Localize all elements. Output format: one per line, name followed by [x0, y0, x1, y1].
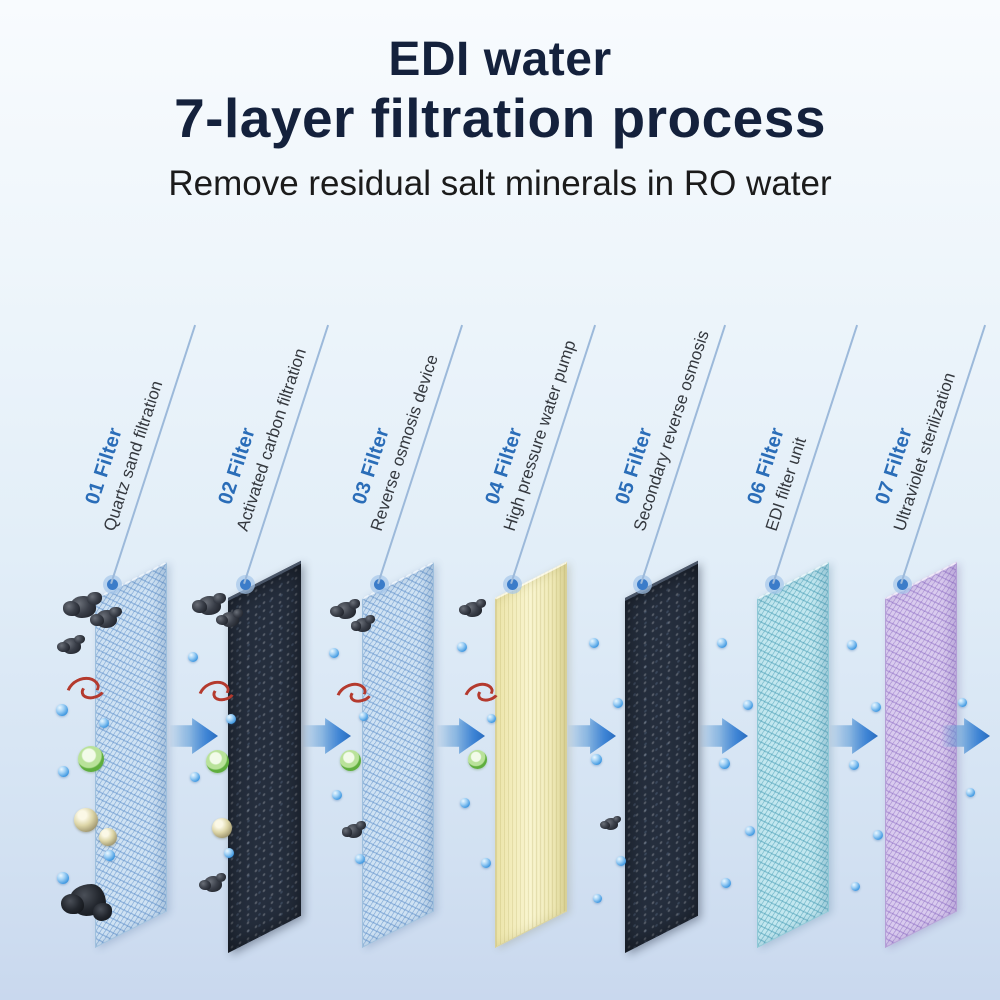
connector-dot-icon — [637, 579, 648, 590]
dirt-particle-icon — [341, 821, 366, 838]
drop-particle-icon — [851, 882, 860, 891]
filter-label-6: 06 Filter EDI filter unit — [721, 308, 859, 584]
drop-particle-icon — [56, 704, 68, 716]
drop-particle-icon — [481, 858, 491, 868]
drop-particle-icon — [613, 698, 623, 708]
drop-particle-icon — [359, 712, 368, 721]
drop-particle-icon — [188, 652, 198, 662]
edi-unit-panel — [757, 561, 829, 948]
sphere-particle-icon — [99, 828, 117, 846]
drop-particle-icon — [99, 718, 109, 728]
dirt-particle-icon — [350, 615, 375, 632]
dirt-particle-icon — [600, 815, 622, 830]
drop-particle-icon — [717, 638, 727, 648]
drop-particle-icon — [57, 872, 69, 884]
drop-particle-icon — [190, 772, 200, 782]
dirt-particle-icon — [62, 592, 102, 618]
flow-arrow-icon — [568, 718, 616, 754]
sphere-particle-icon — [74, 808, 98, 832]
blob-particle-icon — [61, 884, 113, 921]
drop-particle-icon — [457, 642, 467, 652]
dirt-particle-icon — [330, 598, 361, 619]
filter-label-1: 01 Filter Quartz sand filtration — [59, 308, 197, 584]
drop-particle-icon — [966, 788, 975, 797]
connector-dot-icon — [897, 579, 908, 590]
pressure-pump-panel — [495, 561, 567, 948]
drop-particle-icon — [849, 760, 859, 770]
drop-particle-icon — [224, 848, 234, 858]
drop-particle-icon — [743, 700, 753, 710]
flow-arrow-icon — [170, 718, 218, 754]
drop-particle-icon — [58, 766, 69, 777]
drop-particle-icon — [958, 698, 967, 707]
filter-label-7: 07 Filter Ultraviolet sterilization — [849, 308, 987, 584]
uv-sterilization-panel — [885, 561, 957, 948]
filter-label-2: 02 Filter Activated carbon filtration — [192, 308, 330, 584]
page-title-line1: EDI water — [388, 33, 612, 86]
dirt-particle-icon — [90, 606, 122, 628]
drop-particle-icon — [329, 648, 339, 658]
drop-particle-icon — [847, 640, 857, 650]
drop-particle-icon — [616, 856, 626, 866]
drop-particle-icon — [460, 798, 470, 808]
virus-particle-icon — [206, 750, 229, 773]
drop-particle-icon — [719, 758, 730, 769]
dirt-particle-icon — [198, 873, 226, 892]
page-title-line2: 7-layer filtration process — [174, 86, 826, 149]
drop-particle-icon — [355, 854, 365, 864]
flow-arrow-icon — [830, 718, 878, 754]
virus-particle-icon — [468, 750, 487, 769]
dirt-particle-icon — [215, 609, 243, 627]
filter-label-4: 04 Filter High pressure water pump — [459, 308, 597, 584]
drop-particle-icon — [332, 790, 342, 800]
filter-label-3: 03 Filter Reverse osmosis device — [326, 308, 464, 584]
drop-particle-icon — [226, 714, 236, 724]
drop-particle-icon — [745, 826, 755, 836]
flow-arrow-icon — [437, 718, 485, 754]
drop-particle-icon — [487, 714, 496, 723]
dirt-particle-icon — [458, 599, 486, 617]
virus-particle-icon — [78, 746, 104, 772]
connector-dot-icon — [507, 579, 518, 590]
connector-dot-icon — [107, 579, 118, 590]
dirt-particle-icon — [56, 635, 86, 654]
sphere-particle-icon — [212, 818, 232, 838]
secondary-ro-panel — [625, 560, 698, 953]
page-subtitle: Remove residual salt minerals in RO wate… — [168, 164, 832, 204]
virus-particle-icon — [340, 750, 361, 771]
drop-particle-icon — [721, 878, 731, 888]
drop-particle-icon — [593, 894, 602, 903]
drop-particle-icon — [871, 702, 881, 712]
flow-arrow-icon — [303, 718, 351, 754]
drop-particle-icon — [104, 850, 115, 861]
connector-dot-icon — [240, 579, 251, 590]
drop-particle-icon — [873, 830, 883, 840]
drop-particle-icon — [589, 638, 599, 648]
flow-arrow-icon — [700, 718, 748, 754]
header: EDI water 7-layer filtration process Rem… — [0, 33, 1000, 204]
dirt-particle-icon — [191, 592, 227, 615]
filter-label-5: 05 Filter Secondary reverse osmosis — [589, 308, 727, 584]
connector-dot-icon — [374, 579, 385, 590]
connector-dot-icon — [769, 579, 780, 590]
drop-particle-icon — [591, 754, 602, 765]
germ-particle-icon — [459, 677, 497, 711]
